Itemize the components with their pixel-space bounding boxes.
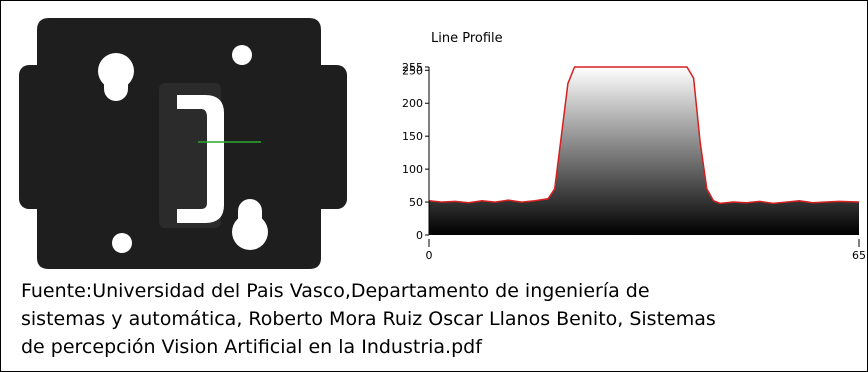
metal-part-image <box>19 18 347 269</box>
y-tick-label-250: 250 <box>402 64 423 77</box>
y-tick-label-200: 200 <box>402 97 423 110</box>
hole-round-top-right <box>232 45 252 65</box>
part-inner-ridge <box>159 83 221 228</box>
y-tick-label-50: 50 <box>409 196 423 209</box>
caption-line-3: de percepción Vision Artificial en la In… <box>21 336 482 358</box>
x-tick-label-0: 0 <box>426 249 433 262</box>
metal-part <box>19 18 347 269</box>
y-tick-label-0: 0 <box>416 229 423 242</box>
caption-line-2: sistemas y automática, Roberto Mora Ruiz… <box>21 308 716 330</box>
source-caption: Fuente:Universidad del Pais Vasco,Depart… <box>21 277 851 361</box>
chart-title: Line Profile <box>431 31 503 46</box>
y-tick-label-150: 150 <box>402 130 423 143</box>
y-tick-label-100: 100 <box>402 163 423 176</box>
profile-line <box>428 66 860 205</box>
x-tick-label-65: 65 <box>852 249 866 262</box>
hole-keyhole-top-slot <box>104 71 128 101</box>
profile-area <box>429 67 859 235</box>
hole-keyhole-bottom-slot <box>238 199 262 233</box>
part-d-slot <box>177 95 224 223</box>
caption-line-1: Fuente:Universidad del Pais Vasco,Depart… <box>21 280 650 302</box>
y-tick-label-255: 255 <box>402 61 423 74</box>
hole-round-bottom-left <box>112 233 132 253</box>
